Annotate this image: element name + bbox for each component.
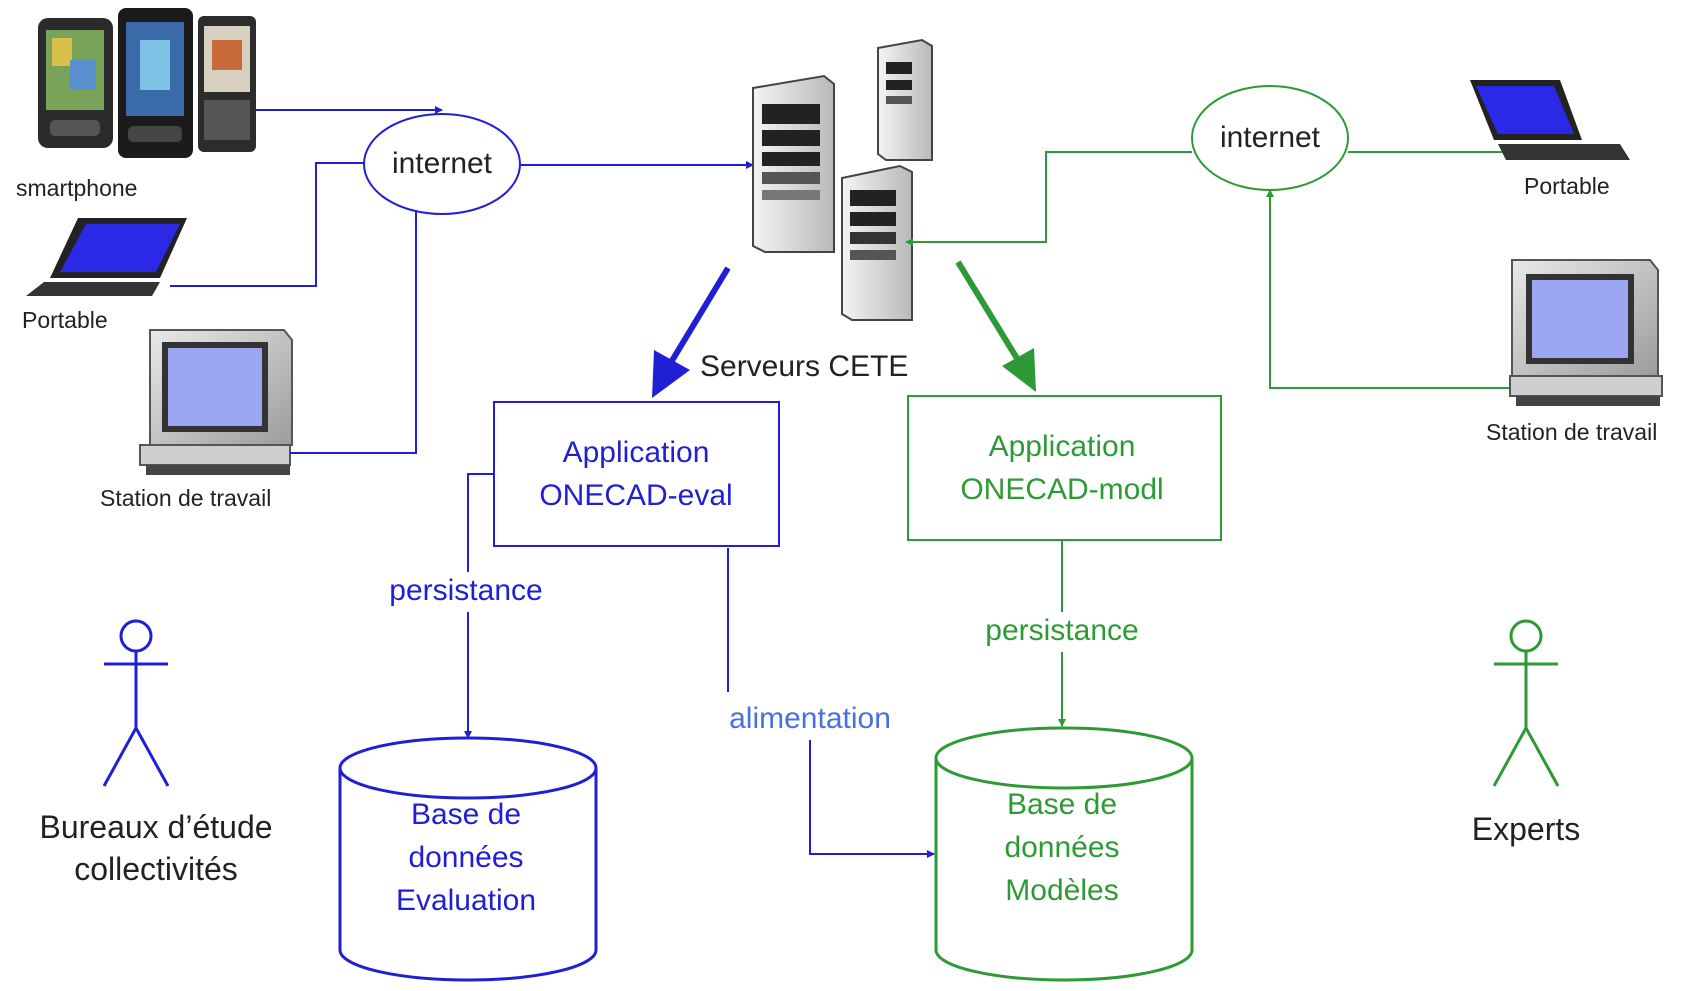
server-icon: [752, 38, 933, 321]
db-eval-cylinder: Base de données Evaluation: [338, 736, 598, 982]
app-modl-line2: ONECAD-modl: [960, 473, 1163, 506]
stick-figure-icon: [1492, 619, 1560, 787]
right-laptop-icon: [1470, 80, 1630, 160]
app-eval-box: Application ONECAD-eval: [493, 401, 780, 547]
right-internet-label: internet: [1220, 121, 1321, 154]
persistence-eval-label: persistance: [389, 574, 542, 607]
server-to-eval-arrow: [652, 266, 731, 398]
db-models-cylinder: Base de données Modèles: [934, 726, 1194, 982]
persistence-eval-label-bg: [370, 572, 562, 612]
right-laptop-label: Portable: [1524, 173, 1610, 199]
left-network-links: [170, 106, 754, 454]
left-workstation-icon: [139, 329, 293, 475]
smartphone-label: smartphone: [16, 175, 137, 201]
persistence-modl-label: persistance: [985, 614, 1138, 647]
left-laptop-label: Portable: [22, 307, 108, 333]
right-internet-cloud: internet: [1191, 85, 1349, 191]
app-eval-line1: Application: [563, 436, 710, 469]
feed-link: [727, 548, 935, 858]
app-modl-box: Application ONECAD-modl: [907, 395, 1222, 541]
app-eval-line2: ONECAD-eval: [539, 479, 732, 512]
actor-left-line1: Bureaux d’étude: [39, 809, 272, 845]
persistence-modl-label-bg: [966, 612, 1160, 652]
right-network-links: [905, 151, 1530, 389]
persistence-eval-link: [464, 473, 494, 739]
db-models-line2: données: [1004, 831, 1119, 864]
db-eval-line3: Evaluation: [396, 884, 536, 917]
server-to-modl-arrow: [955, 260, 1036, 392]
db-models-line1: Base de: [1007, 788, 1117, 821]
right-workstation-icon: [1509, 259, 1663, 406]
smartphones-icon: [38, 8, 256, 158]
db-eval-line1: Base de: [411, 798, 521, 831]
left-internet-cloud: internet: [363, 113, 521, 215]
actor-left-line2: collectivités: [74, 851, 238, 887]
servers-label: Serveurs CETE: [700, 350, 908, 383]
actor-right-label: Experts: [1472, 811, 1580, 847]
app-modl-line1: Application: [989, 430, 1136, 463]
left-workstation-label: Station de travail: [100, 485, 271, 511]
db-eval-line2: données: [408, 841, 523, 874]
db-models-line3: Modèles: [1005, 874, 1118, 907]
right-workstation-label: Station de travail: [1486, 419, 1657, 445]
stick-figure-icon: [102, 619, 170, 787]
feed-label: alimentation: [729, 702, 891, 735]
left-internet-label: internet: [392, 147, 493, 180]
left-laptop-icon: [26, 218, 187, 296]
